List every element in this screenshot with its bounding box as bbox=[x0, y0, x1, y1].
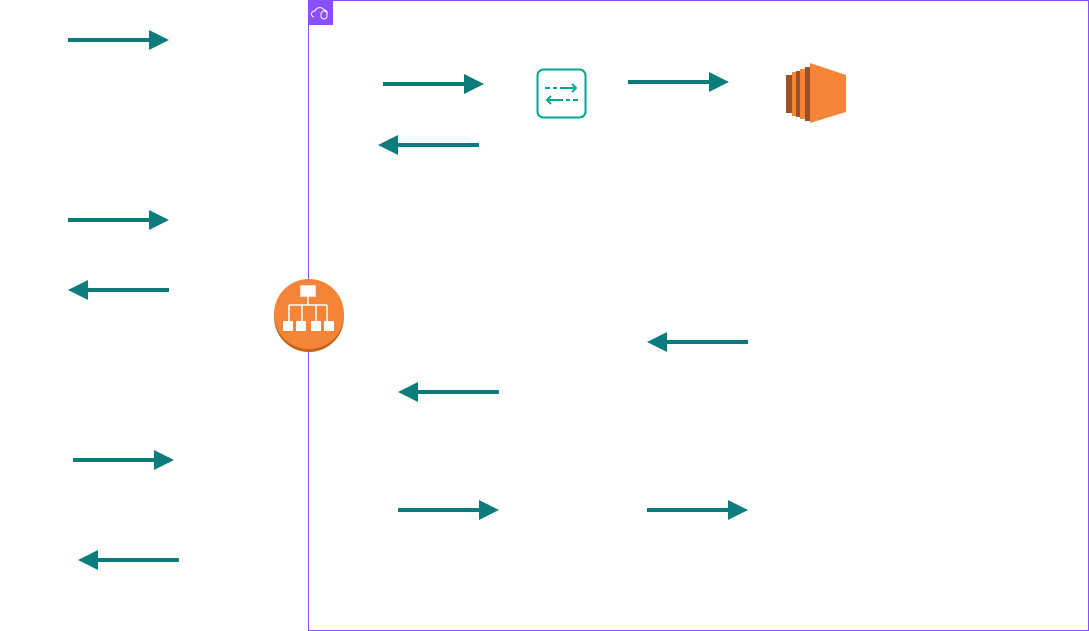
arrow-left bbox=[68, 280, 169, 300]
arrow-left bbox=[378, 135, 479, 155]
arrow-right bbox=[647, 500, 748, 520]
arrow-left bbox=[398, 382, 499, 402]
transit-gateway-icon bbox=[536, 68, 587, 119]
arrow-right bbox=[68, 210, 169, 230]
ec2-instance-icon bbox=[786, 63, 846, 123]
arrow-left bbox=[78, 550, 179, 570]
cloud-vpc-icon bbox=[308, 0, 333, 25]
arrow-right bbox=[383, 74, 484, 94]
arrow-right bbox=[398, 500, 499, 520]
arrow-right bbox=[68, 30, 169, 50]
vpc-boundary bbox=[308, 0, 1089, 631]
application-load-balancer-icon bbox=[274, 279, 344, 352]
arrow-left bbox=[647, 332, 748, 352]
arrow-right bbox=[73, 450, 174, 470]
arrow-right bbox=[628, 72, 729, 92]
